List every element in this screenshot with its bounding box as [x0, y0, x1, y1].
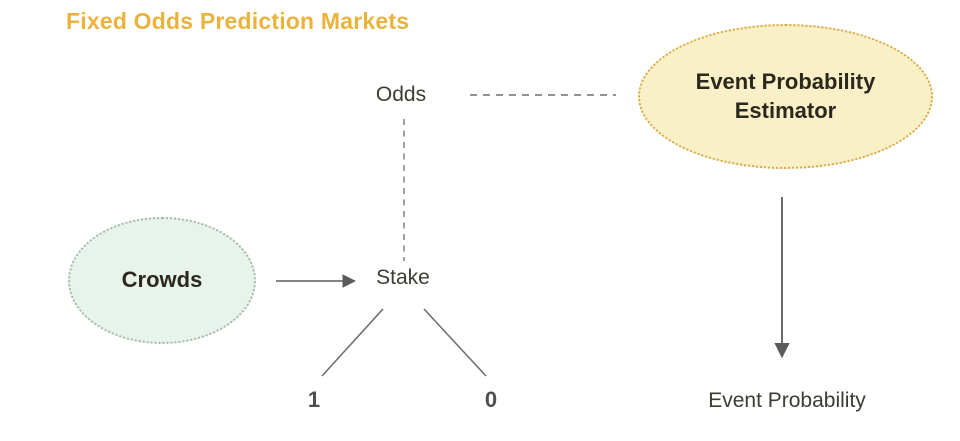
estimator-label: Event Probability Estimator — [695, 68, 876, 123]
edge-stake-to-zero — [423, 308, 487, 377]
crowds-label: Crowds — [121, 267, 203, 293]
node-event-probability-estimator: Event Probability Estimator — [638, 24, 933, 169]
node-stake: Stake — [376, 266, 430, 289]
node-outcome-zero: 0 — [484, 387, 498, 412]
node-odds: Odds — [375, 83, 427, 106]
diagram-title: Fixed Odds Prediction Markets — [66, 8, 410, 34]
node-outcome-one: 1 — [307, 387, 321, 412]
node-crowds: Crowds — [68, 217, 256, 344]
node-event-probability: Event Probability — [708, 389, 866, 412]
edge-stake-to-one — [321, 308, 384, 377]
